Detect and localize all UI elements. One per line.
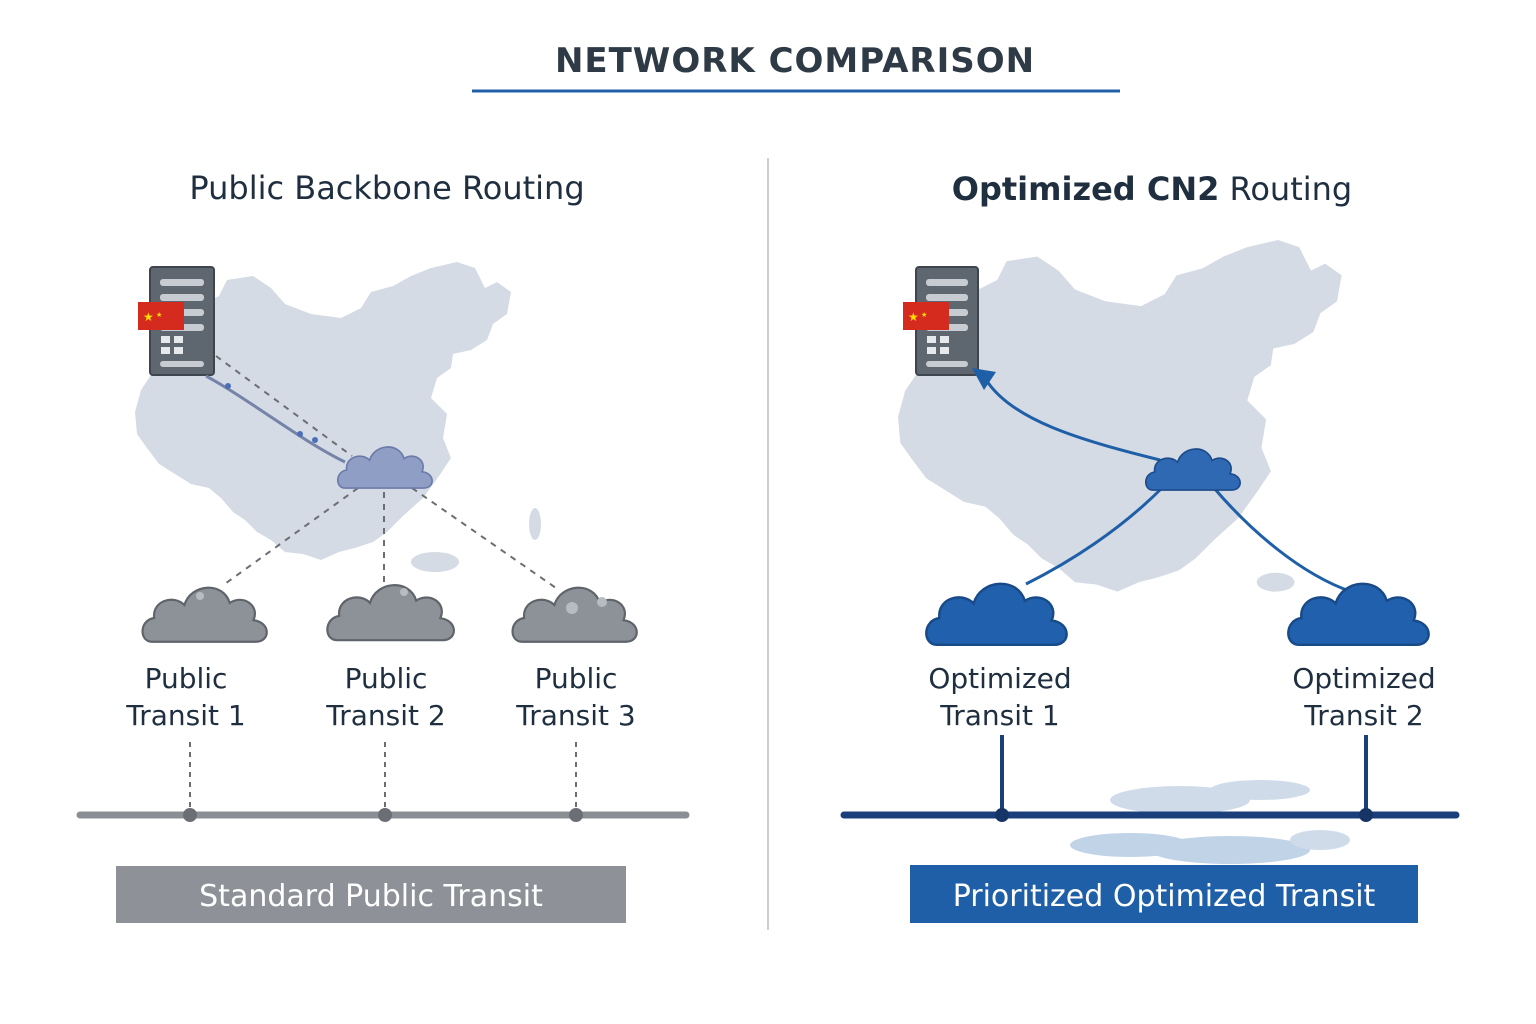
public-transit-3-cloud-icon xyxy=(511,586,638,643)
left-panel: Public Backbone Routing ★ ★ xyxy=(76,169,690,923)
transit-label-line2: Transit 1 xyxy=(939,699,1059,732)
server-to-cloud-link xyxy=(205,374,346,464)
public-transit-1-cloud-icon xyxy=(141,586,268,643)
prioritized-transit-banner xyxy=(910,865,1418,923)
transit-label-line1: Optimized xyxy=(1292,662,1435,695)
link-dot xyxy=(297,431,303,437)
svg-text:★: ★ xyxy=(143,310,154,324)
china-flag-icon: ★ ★ xyxy=(903,302,949,330)
public-transit-2-cloud-icon xyxy=(326,584,455,642)
left-heading: Public Backbone Routing xyxy=(189,169,584,207)
svg-text:★: ★ xyxy=(921,311,927,319)
server-to-cloud-dashed-link xyxy=(215,355,353,457)
backbone-node xyxy=(995,808,1009,822)
cloud-to-server-link xyxy=(983,377,1161,462)
cloud-to-transit-1-link xyxy=(221,487,359,587)
backbone-node xyxy=(378,808,392,822)
china-flag-icon: ★ ★ xyxy=(138,302,184,330)
optimized-transit-1-cloud-icon xyxy=(925,582,1068,647)
transit-label-line1: Public xyxy=(345,662,428,695)
backbone-node xyxy=(569,808,583,822)
right-heading: Optimized CN2 Routing xyxy=(952,170,1352,208)
backbone-node xyxy=(183,808,197,822)
link-dot xyxy=(312,437,318,443)
cloud-to-transit-1-link xyxy=(1025,486,1164,586)
prioritized-transit-banner-text: Prioritized Optimized Transit xyxy=(953,879,1376,914)
optimized-transit-2-cloud-icon xyxy=(1287,582,1430,647)
backbone-node xyxy=(1359,808,1373,822)
transit-label-line2: Transit 3 xyxy=(515,699,635,732)
cloud-to-transit-3-link xyxy=(411,487,557,589)
svg-text:★: ★ xyxy=(908,310,919,324)
transit-label-line2: Transit 2 xyxy=(1303,699,1423,732)
standard-transit-banner-text: Standard Public Transit xyxy=(199,879,543,914)
transit-label-line2: Transit 2 xyxy=(325,699,445,732)
transit-label-line1: Optimized xyxy=(928,662,1071,695)
right-panel: Optimized CN2 Routing xyxy=(840,170,1460,923)
page-title: NETWORK COMPARISON xyxy=(555,41,1035,81)
transit-label-line1: Public xyxy=(145,662,228,695)
world-map xyxy=(1070,780,1350,864)
cloud-to-transit-2-link xyxy=(1212,487,1353,594)
standard-transit-banner xyxy=(116,866,626,923)
arrow-head-icon xyxy=(972,368,996,390)
china-map xyxy=(898,240,1342,592)
link-dot xyxy=(225,383,231,389)
transit-label-line1: Public xyxy=(535,662,618,695)
svg-text:★: ★ xyxy=(156,311,162,319)
transit-label-line2: Transit 1 xyxy=(125,699,245,732)
china-map xyxy=(135,262,541,572)
